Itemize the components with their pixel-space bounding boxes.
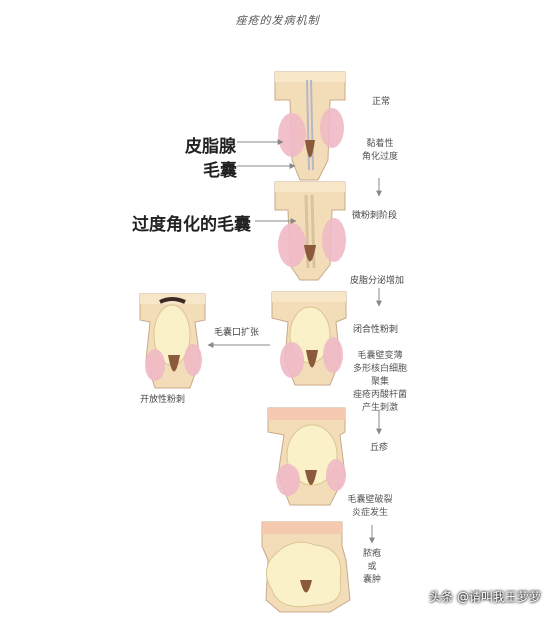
watermark: 头条 @请叫我王萝萝	[429, 590, 541, 604]
inflammation-line-3: 聚集	[370, 377, 389, 387]
inflammation-line-1: 毛囊壁变薄	[357, 351, 403, 361]
stage-closed-comedo	[271, 291, 347, 386]
pustule-line-2: 或	[367, 562, 377, 572]
keratinization-line-1: 黏着性	[366, 139, 394, 149]
inflammation-line-2: 多形核白细胞	[352, 364, 407, 374]
stage-microcomedo	[274, 181, 346, 281]
label-hair-follicle: 毛囊	[203, 161, 237, 181]
stage-microcomedo-label: 微粉刺阶段	[352, 211, 398, 221]
stage-keratinization-label: 黏着性 角化过度	[350, 138, 410, 164]
stage-pustule-label: 脓疱 或 囊肿	[352, 548, 392, 587]
keratinization-line-2: 角化过度	[361, 152, 398, 162]
stage-inflammation-label: 毛囊壁变薄 多形核白细胞 聚集 痤疮丙酸杆菌 产生刺激	[340, 350, 420, 415]
inflammation-line-5: 产生刺激	[361, 403, 398, 413]
stage-dilation-label: 毛囊口扩张	[214, 328, 260, 338]
diagram-title: 痤疮的发病机制	[235, 14, 320, 27]
stage-pustule	[261, 521, 351, 613]
pustule-line-1: 脓疱	[362, 549, 381, 559]
stage-normal-label: 正常	[372, 97, 391, 107]
stage-papule-label: 丘疹	[370, 443, 389, 453]
label-sebaceous-gland: 皮脂腺	[185, 137, 236, 157]
stage-open-comedo	[139, 293, 206, 389]
stage-papule	[267, 407, 346, 506]
stage-closed-comedo-label: 闭合性粉刺	[353, 325, 399, 335]
stage-sebum-label: 皮脂分泌增加	[350, 276, 405, 286]
stage-rupture-label: 毛囊壁破裂 炎症发生	[335, 494, 405, 520]
rupture-line-2: 炎症发生	[351, 508, 388, 518]
pustule-line-3: 囊肿	[362, 575, 381, 585]
rupture-line-1: 毛囊壁破裂	[347, 495, 393, 505]
stage-normal-follicle	[274, 71, 346, 181]
inflammation-line-4: 痤疮丙酸杆菌	[352, 390, 407, 400]
label-hyperkeratotic-follicle: 过度角化的毛囊	[132, 215, 251, 235]
stage-open-comedo-label: 开放性粉刺	[140, 395, 186, 405]
